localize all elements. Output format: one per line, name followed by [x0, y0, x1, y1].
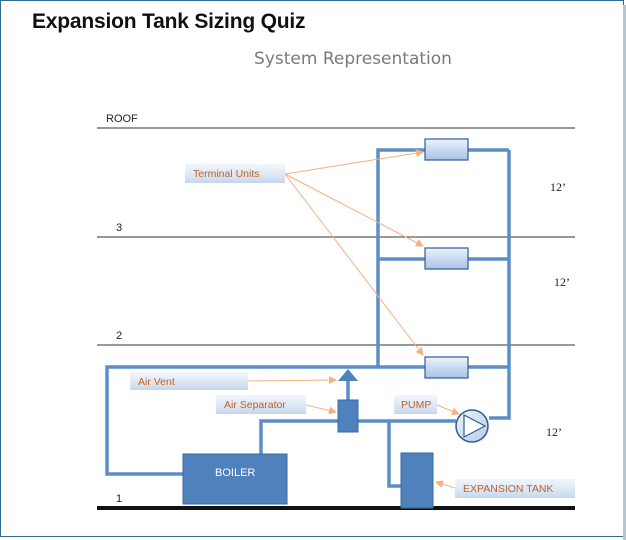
expansion-tank-label: EXPANSION TANK — [463, 483, 553, 495]
callout-arrows — [247, 149, 460, 489]
floor2-label: 2 — [116, 330, 122, 342]
callout-expansion-tank: EXPANSION TANK — [455, 479, 575, 498]
air-vent — [338, 369, 358, 381]
height-middle-label: 12’ — [554, 275, 570, 289]
boiler-supply — [259, 419, 338, 454]
callout-pump: PUMP — [394, 395, 437, 414]
expansion-tank — [400, 452, 434, 509]
height-lower-label: 12’ — [546, 425, 562, 439]
return-riser — [489, 150, 511, 420]
main-return-left — [105, 365, 378, 476]
callout-air-vent: Air Vent — [130, 372, 248, 390]
height-upper-label: 12’ — [550, 180, 566, 194]
page-title: Expansion Tank Sizing Quiz — [32, 10, 306, 33]
floor1-label: 1 — [116, 493, 122, 505]
expansion-tank-pipe — [387, 421, 401, 488]
boiler-label: BOILER — [215, 467, 255, 479]
piping — [105, 148, 511, 488]
callout-terminal-units: Terminal Units — [185, 164, 285, 183]
boiler — [182, 453, 288, 505]
diagram-title: System Representation — [254, 49, 452, 69]
roof-label: ROOF — [106, 113, 138, 125]
terminal-unit-roof — [424, 138, 469, 161]
air-separator-label: Air Separator — [224, 399, 286, 411]
floor3-label: 3 — [116, 222, 122, 234]
terminal-unit-floor2 — [424, 356, 469, 379]
air-vent-label: Air Vent — [138, 376, 175, 388]
pump-arrow-icon — [463, 414, 487, 438]
air-separator — [337, 399, 359, 433]
callout-air-separator: Air Separator — [216, 395, 306, 414]
supply-riser — [376, 148, 425, 367]
pump-label: PUMP — [401, 399, 431, 411]
terminal-unit-floor3 — [424, 247, 469, 270]
terminal-units-label: Terminal Units — [193, 168, 260, 180]
